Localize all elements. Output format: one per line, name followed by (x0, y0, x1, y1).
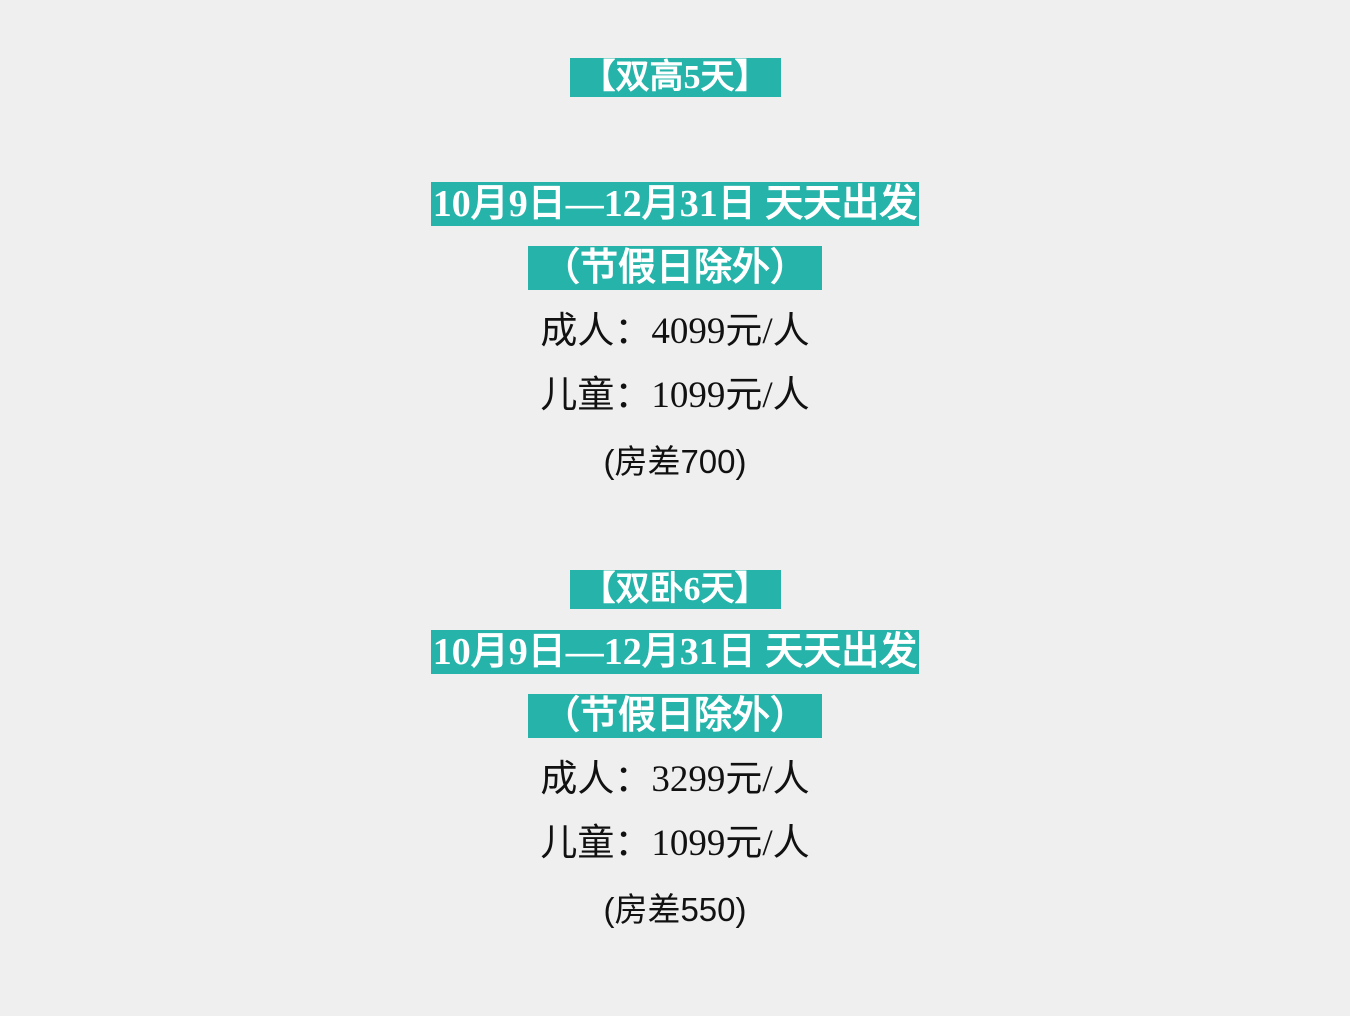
package-dates: 10月9日—12月31日 天天出发 (430, 630, 920, 674)
adult-price: 成人：4099元/人 (540, 311, 810, 352)
room-difference: (房差550) (603, 891, 747, 928)
package-exclusion: （节假日除外） (527, 246, 822, 290)
package-title: 【双高5天】 (569, 58, 781, 97)
adult-price: 成人：3299元/人 (540, 759, 810, 800)
room-difference: (房差700) (603, 443, 747, 480)
child-price: 儿童：1099元/人 (540, 823, 810, 864)
package-title: 【双卧6天】 (569, 570, 781, 609)
package-dates: 10月9日—12月31日 天天出发 (430, 182, 920, 226)
package-exclusion: （节假日除外） (527, 694, 822, 738)
child-price: 儿童：1099元/人 (540, 375, 810, 416)
